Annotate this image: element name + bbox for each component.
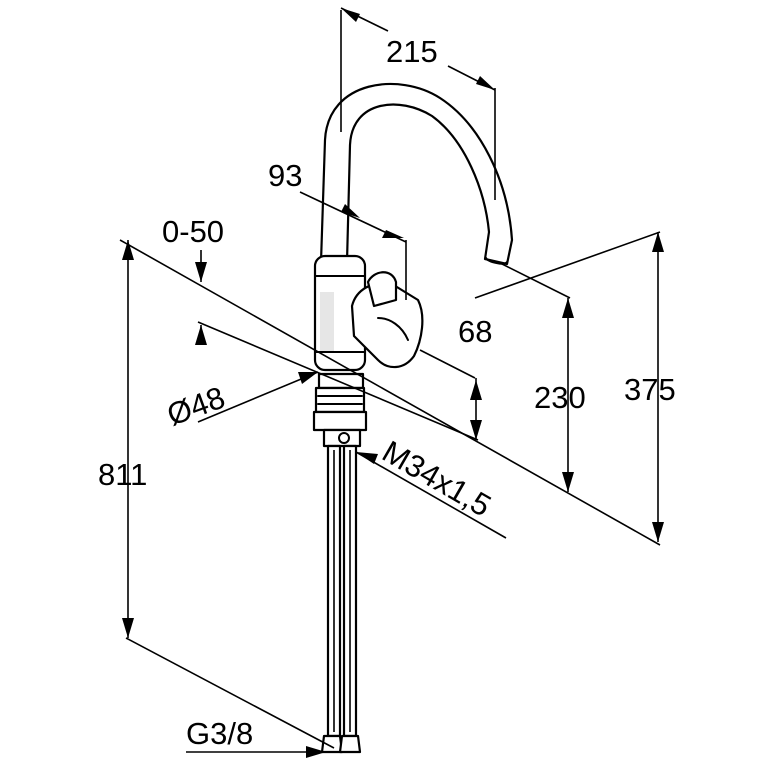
lever-handle	[350, 271, 424, 369]
dimension-thread: M34x1,5	[355, 434, 507, 539]
dimension-reach-label: 215	[386, 34, 438, 69]
dimension-connection-length: 811	[98, 240, 147, 638]
dimension-total-height-label: 375	[624, 372, 676, 407]
dimension-connection-length-label: 811	[98, 457, 147, 492]
dimension-outlet-height: 230	[534, 298, 586, 492]
dimension-thread-label: M34x1,5	[377, 434, 497, 524]
dimension-handle-offset: 93	[268, 158, 407, 300]
spout	[319, 82, 514, 266]
mounting-assembly	[312, 372, 368, 448]
dimension-hose-thread-label: G3/8	[186, 716, 253, 751]
dimension-reach: 215	[340, 7, 496, 200]
supply-hoses	[320, 444, 362, 754]
dimension-base-diameter: Ø48	[162, 371, 319, 433]
dimension-swivel-range-label: 0-50	[162, 214, 224, 249]
dimension-hose-thread: G3/8	[186, 716, 326, 758]
dimension-handle-offset-label: 93	[268, 158, 302, 193]
dimension-total-height: 375	[624, 232, 676, 542]
dimension-base-height: 68	[458, 314, 492, 440]
dimension-swivel-range: 0-50	[162, 214, 224, 345]
dimension-base-height-label: 68	[458, 314, 492, 349]
dimension-leader-lines	[119, 231, 661, 749]
dimension-outlet-height-label: 230	[534, 380, 586, 415]
dimension-base-diameter-label: Ø48	[162, 380, 229, 433]
